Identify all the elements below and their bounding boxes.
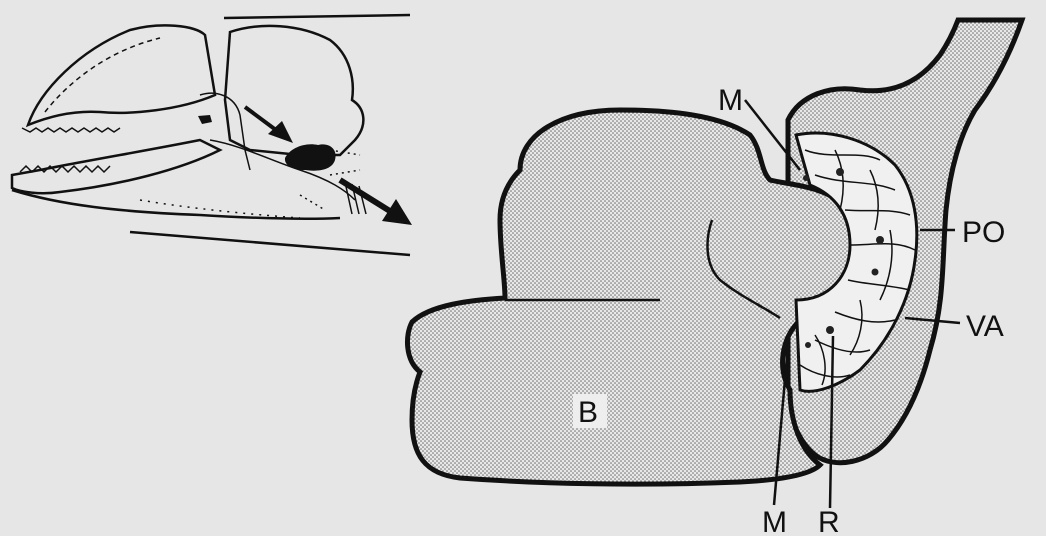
small-dark-mark [198,115,212,124]
upper-jaw [28,25,215,125]
skull-outline [225,26,363,155]
pituitary-diagram: M PO VA B M R [407,20,1022,536]
label-m-bottom: M [762,506,787,536]
upper-teeth [22,128,120,132]
bottom-edge-line [130,232,410,255]
label-va: VA [966,310,1004,343]
top-edge-line [224,15,410,18]
lower-teeth [20,166,110,172]
label-m-top: M [718,84,743,117]
lower-jaw [12,140,220,193]
label-po: PO [962,216,1005,249]
label-b: B [578,396,598,429]
label-r: R [818,506,840,536]
pituitary-blob [285,144,336,170]
fish-head-sketch [12,15,412,255]
pointer-arrow [245,107,293,143]
direction-arrow [340,180,412,225]
jaw-bottom-line [12,190,340,219]
